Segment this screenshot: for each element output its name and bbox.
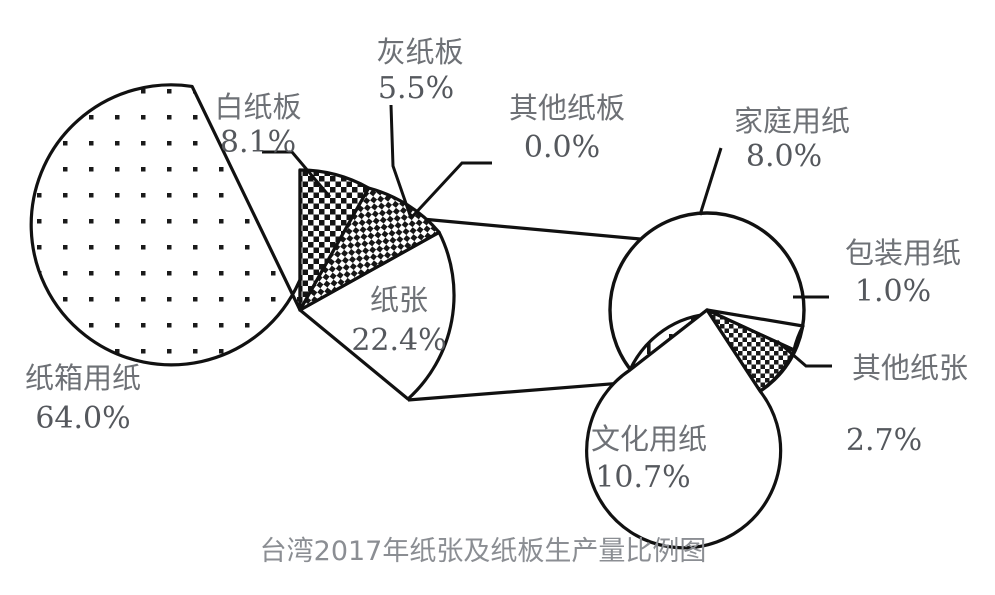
label-white-board-name: 白纸板 bbox=[214, 90, 301, 124]
label-carton-paper-name: 纸箱用纸 bbox=[25, 361, 141, 395]
leader-other-paper bbox=[776, 339, 832, 368]
label-packaging-paper-name: 包装用纸 bbox=[845, 236, 961, 270]
label-cultural-paper-value: 10.7% bbox=[595, 460, 690, 495]
leader-household-paper bbox=[698, 147, 723, 216]
label-grey-board-value: 5.5% bbox=[378, 71, 454, 106]
figure-caption: 台湾2017年纸张及纸板生产量比例图 bbox=[260, 536, 707, 567]
label-white-board: 白纸板 8.1% bbox=[214, 90, 301, 160]
main-pie bbox=[29, 83, 456, 401]
connector-lower bbox=[407, 379, 649, 402]
label-packaging-paper: 包装用纸 1.0% bbox=[845, 236, 961, 309]
label-other-paper-name: 其他纸张 bbox=[852, 351, 968, 385]
label-other-paper: 其他纸张 2.7% bbox=[846, 351, 968, 458]
leader-lines bbox=[262, 104, 832, 368]
label-carton-paper: 纸箱用纸 64.0% bbox=[25, 361, 141, 436]
label-cultural-paper-name: 文化用纸 bbox=[591, 422, 707, 456]
label-grey-board: 灰纸板 5.5% bbox=[376, 35, 463, 106]
label-cultural-paper: 文化用纸 10.7% bbox=[591, 422, 707, 495]
leader-white-board bbox=[262, 150, 332, 198]
detail-pie bbox=[585, 211, 806, 550]
label-grey-board-name: 灰纸板 bbox=[376, 35, 463, 69]
label-white-board-value: 8.1% bbox=[220, 125, 296, 160]
label-other-board: 其他纸板 0.0% bbox=[509, 91, 625, 165]
label-paper: 纸张 22.4% bbox=[351, 283, 446, 358]
label-other-paper-value: 2.7% bbox=[846, 423, 922, 458]
label-household-paper-value: 8.0% bbox=[746, 139, 822, 174]
label-packaging-paper-value: 1.0% bbox=[855, 274, 931, 309]
label-paper-value: 22.4% bbox=[351, 323, 446, 358]
leader-other-board bbox=[409, 161, 492, 220]
label-other-board-name: 其他纸板 bbox=[509, 91, 625, 125]
label-carton-paper-value: 64.0% bbox=[35, 401, 130, 436]
leader-grey-board bbox=[389, 104, 413, 219]
label-paper-name: 纸张 bbox=[370, 283, 428, 317]
label-other-board-value: 0.0% bbox=[524, 130, 600, 165]
label-household-paper-name: 家庭用纸 bbox=[734, 104, 850, 138]
slice-paper[interactable] bbox=[298, 230, 456, 401]
slice-cultural-paper[interactable] bbox=[585, 308, 783, 550]
explosion-connectors bbox=[407, 216, 649, 402]
label-household-paper: 家庭用纸 8.0% bbox=[734, 104, 850, 174]
connector-upper bbox=[410, 216, 641, 241]
